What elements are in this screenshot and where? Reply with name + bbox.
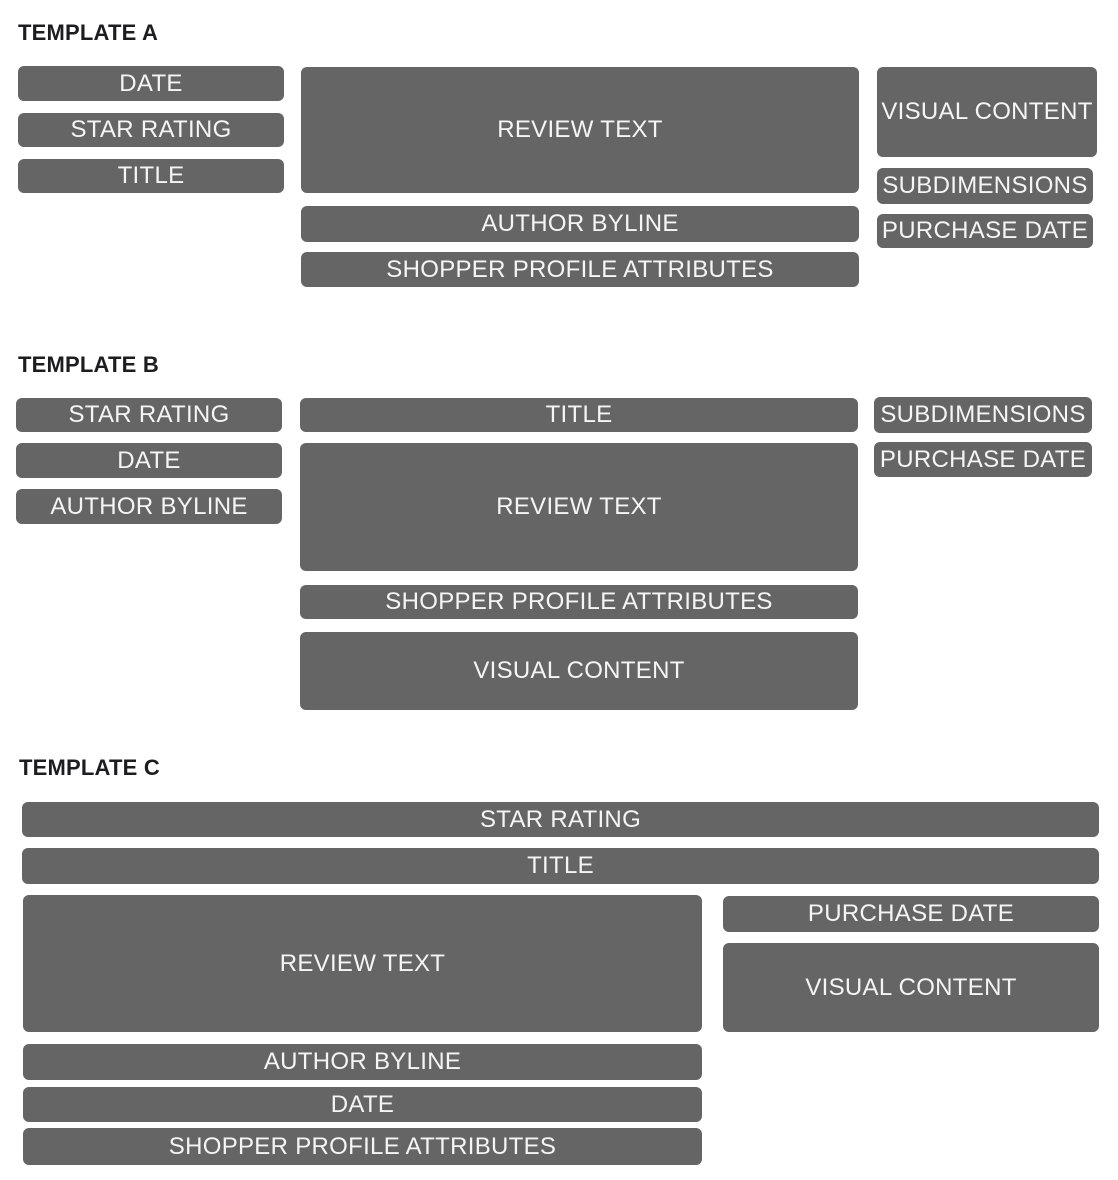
- template-a-review-text-box: REVIEW TEXT: [301, 67, 859, 193]
- template-a-visual-content-box: VISUAL CONTENT: [877, 67, 1097, 157]
- template-a-author-byline-box: AUTHOR BYLINE: [301, 206, 859, 242]
- template-a-date-box: DATE: [18, 66, 284, 101]
- template-b-review-text-box: REVIEW TEXT: [300, 443, 858, 571]
- template-b-purchase-date-box: PURCHASE DATE: [874, 442, 1092, 477]
- template-a-shopper-profile-attributes-box: SHOPPER PROFILE ATTRIBUTES: [301, 252, 859, 287]
- template-a-purchase-date-box: PURCHASE DATE: [877, 214, 1093, 248]
- template-c-shopper-profile-attributes-box: SHOPPER PROFILE ATTRIBUTES: [23, 1128, 702, 1165]
- template-a-star-rating-box: STAR RATING: [18, 113, 284, 147]
- template-c-title-box: TITLE: [22, 848, 1099, 884]
- template-b-visual-content-box: VISUAL CONTENT: [300, 632, 858, 710]
- template-c-visual-content-box: VISUAL CONTENT: [723, 943, 1099, 1032]
- template-c-author-byline-box: AUTHOR BYLINE: [23, 1044, 702, 1080]
- template-c-purchase-date-box: PURCHASE DATE: [723, 896, 1099, 932]
- template-c-review-text-box: REVIEW TEXT: [23, 895, 702, 1032]
- template-c-date-box: DATE: [23, 1087, 702, 1122]
- template-c-star-rating-box: STAR RATING: [22, 802, 1099, 837]
- template-a-title-box: TITLE: [18, 159, 284, 193]
- template-b-star-rating-box: STAR RATING: [16, 398, 282, 432]
- template-b-heading: TEMPLATE B: [18, 352, 159, 377]
- template-b-author-byline-box: AUTHOR BYLINE: [16, 489, 282, 524]
- template-b-subdimensions-box: SUBDIMENSIONS: [874, 397, 1092, 433]
- template-a-subdimensions-box: SUBDIMENSIONS: [877, 168, 1093, 204]
- template-b-shopper-profile-attributes-box: SHOPPER PROFILE ATTRIBUTES: [300, 585, 858, 619]
- template-b-date-box: DATE: [16, 443, 282, 478]
- template-a-heading: TEMPLATE A: [18, 20, 159, 45]
- template-b-title-box: TITLE: [300, 398, 858, 432]
- template-c-heading: TEMPLATE C: [19, 755, 160, 780]
